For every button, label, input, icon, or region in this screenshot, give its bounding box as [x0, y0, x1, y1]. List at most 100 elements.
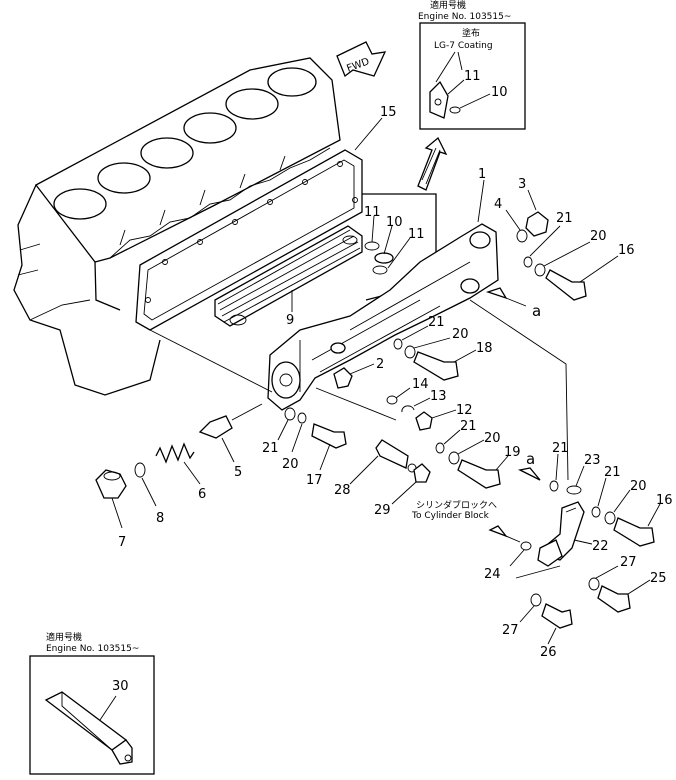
valve-5 — [198, 415, 233, 439]
washer-27b — [530, 593, 542, 607]
leader-27b — [519, 605, 535, 623]
leader-20b — [413, 337, 451, 349]
washer-21b — [393, 338, 403, 350]
valve-30-end — [111, 739, 133, 765]
bolt-17 — [311, 423, 347, 449]
callout-21f: 21 — [262, 441, 279, 456]
leader-line-to-28 — [315, 387, 397, 421]
leader-21c — [443, 429, 461, 445]
washer-21a — [523, 256, 533, 268]
ref-line-a-upper — [505, 297, 527, 307]
cylinder-bore-4 — [183, 112, 237, 144]
washer-20d — [604, 511, 616, 525]
o-ring-23 — [566, 485, 582, 495]
gasket-14 — [386, 395, 398, 405]
leader-28 — [349, 455, 379, 485]
callout-21b: 21 — [428, 315, 445, 330]
top-inset-frame — [419, 22, 526, 130]
top-inset: 適用号機 Engine No. 103515~ 塗布 LG-7 Coating … — [418, 0, 526, 130]
callout-25: 25 — [650, 571, 667, 586]
washer-20c — [448, 451, 460, 465]
leader-16b — [647, 503, 661, 527]
leader-20e — [291, 423, 303, 453]
leader-10 — [383, 225, 393, 255]
o-ring-10 — [374, 252, 394, 264]
cover-boss-2 — [330, 342, 346, 354]
bolt-25 — [597, 585, 631, 613]
valve-28 — [375, 439, 409, 469]
callout-20d: 20 — [630, 479, 647, 494]
leader-13 — [413, 397, 431, 407]
top-inset-hole — [434, 98, 442, 106]
top-inset-o-ring — [449, 106, 461, 114]
bolt-18 — [413, 351, 459, 381]
o-ring-24 — [520, 541, 532, 551]
washer-21d — [549, 480, 559, 492]
callout-2: 2 — [376, 357, 384, 372]
cylinder-bore-5 — [225, 88, 279, 120]
cooler-cover-1 — [267, 223, 499, 411]
block-side-ribs — [17, 243, 41, 276]
washer-27a — [588, 577, 600, 591]
bottom-inset: 適用号機 Engine No. 103515~ 30 — [29, 631, 155, 775]
callout-13: 13 — [430, 389, 447, 404]
callout-9: 9 — [286, 313, 294, 328]
bolt-26-axis — [515, 565, 561, 579]
cylinder-block-note-jp: シリンダブロックへ — [416, 499, 497, 511]
cover-filter-boss — [271, 361, 301, 399]
leader-15 — [354, 117, 383, 151]
leader-1 — [477, 179, 485, 223]
leader-26 — [547, 627, 557, 645]
leader-16a — [579, 255, 619, 283]
cylinder-bore-2 — [97, 162, 151, 194]
top-inset-coating-arrow — [435, 51, 463, 83]
bolt-16a — [545, 269, 587, 301]
spring-6 — [155, 442, 195, 464]
leader-8 — [141, 477, 157, 507]
leader-12 — [431, 409, 457, 419]
valve-30-body — [44, 691, 128, 751]
leader-24 — [509, 549, 525, 567]
ref-arrow-a-lower — [518, 467, 541, 481]
callout-20e: 20 — [282, 457, 299, 472]
cover-outlet-boss — [460, 278, 480, 294]
snap-ring-13 — [401, 405, 415, 413]
ref-mark-a-lower: a — [526, 450, 535, 468]
leader-21b — [401, 325, 429, 341]
cover-ribs — [299, 261, 471, 392]
leader-20a — [543, 241, 591, 267]
leader-22 — [573, 539, 593, 545]
washer-21c — [435, 442, 445, 454]
callout-14: 14 — [412, 377, 429, 392]
block-skirt-line — [29, 299, 91, 321]
block-rib-lines — [119, 155, 286, 246]
callout-20a: 20 — [590, 229, 607, 244]
leader-2 — [349, 363, 375, 375]
block-water-jacket-line — [109, 147, 331, 259]
pipe-route-line — [469, 299, 569, 481]
callout-19: 19 — [504, 445, 521, 460]
cylinder-block-note-en: To Cylinder Block — [411, 511, 490, 521]
leader-11b — [387, 237, 411, 269]
ref-arrow-a-upper — [485, 287, 508, 300]
ref-mark-a-upper: a — [532, 302, 541, 320]
washer-21f — [284, 407, 296, 421]
washer-20b — [404, 345, 416, 359]
block-top-deck — [35, 57, 341, 263]
leader-20c — [457, 439, 485, 455]
callout-1: 1 — [478, 167, 486, 182]
top-inset-leader-10 — [459, 93, 491, 109]
leader-20d — [613, 489, 631, 513]
o-ring-detail-box: 11 10 11 — [362, 193, 437, 301]
callout-21a: 21 — [556, 211, 573, 226]
callout-15: 15 — [380, 105, 397, 120]
callout-21d: 21 — [552, 441, 569, 456]
gasket-15-bolt-holes — [145, 161, 358, 303]
leader-30 — [99, 695, 117, 721]
leader-7 — [111, 497, 123, 529]
callout-23: 23 — [584, 453, 601, 468]
gasket-4 — [516, 229, 528, 243]
fwd-arrow: FWD — [336, 41, 387, 78]
top-inset-elbow-part — [429, 80, 449, 119]
